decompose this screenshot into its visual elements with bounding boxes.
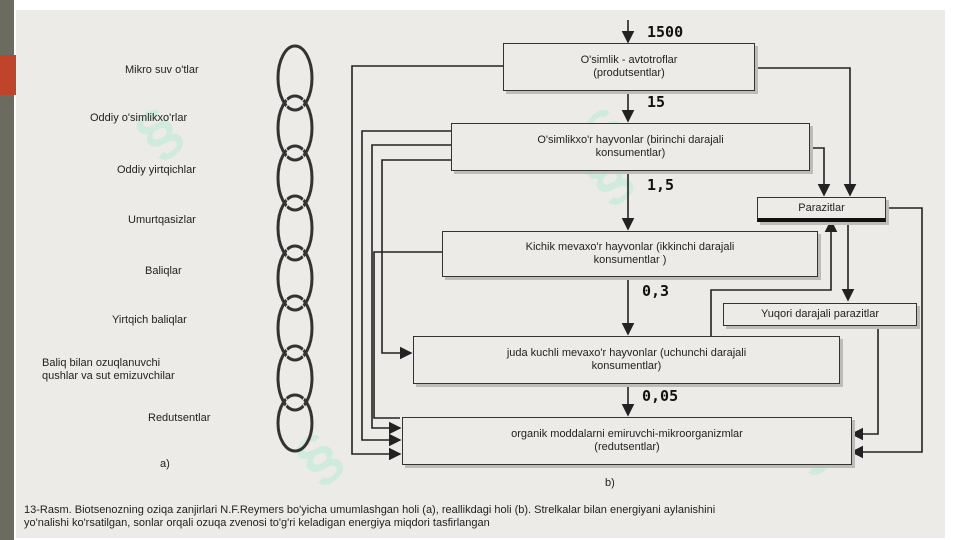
energy-value: 1500 — [647, 23, 684, 41]
chain-label: qushlar va sut emizuvchilar — [42, 370, 175, 382]
producers-box: O'simlik - avtotroflar (produtsentlar) — [503, 43, 755, 91]
decomposers-box: organik moddalarni emiruvchi-mikroorgani… — [402, 417, 852, 465]
chain-label: Oddiy o'simlikxo'rlar — [90, 112, 188, 124]
higher-parasites-box: Yuqori darajali parazitlar — [723, 303, 917, 326]
small-predators-box: Kichik mevaxo'r hayvonlar (ikkinchi dara… — [442, 231, 818, 277]
chain-links-icon — [276, 44, 314, 453]
panel-label-a: a) — [160, 458, 170, 470]
box-text: juda kuchli mevaxo'r hayvonlar (uchunchi… — [506, 347, 747, 359]
chain-label: Mikro suv o'tlar — [125, 64, 199, 76]
box-text: Parazitlar — [798, 201, 845, 214]
energy-value: 1,5 — [647, 176, 675, 194]
caption-line: yo'nalishi ko'rsatilgan, sonlar orqali o… — [24, 517, 490, 529]
box-text: konsumentlar) — [595, 147, 666, 159]
box-text: organik moddalarni emiruvchi-mikroorgani… — [511, 428, 743, 440]
left-strip — [0, 0, 14, 540]
figure-caption: 13-Rasm. Biotsenozning oziqa zanjirlari … — [24, 504, 944, 530]
box-text: (produtsentlar) — [593, 67, 665, 79]
box-text: Kichik mevaxo'r hayvonlar (ikkinchi dara… — [525, 241, 735, 253]
box-text: O'simlikxo'r hayvonlar (birinchi darajal… — [537, 134, 724, 146]
chain-label: Oddiy yirtqichlar — [117, 164, 196, 176]
energy-value: 0,05 — [642, 387, 679, 405]
chain-label: Baliq bilan ozuqlanuvchi — [42, 357, 161, 369]
chain-label: Yirtqich baliqlar — [112, 314, 187, 326]
chain-label: Baliqlar — [145, 265, 182, 277]
box-text: konsumentlar) — [591, 360, 662, 372]
box-text: Yuqori darajali parazitlar — [760, 308, 879, 320]
chain-label: Umurtqasizlar — [128, 214, 196, 226]
accent-mark — [0, 55, 16, 95]
herbivores-box: O'simlikxo'r hayvonlar (birinchi darajal… — [451, 123, 810, 171]
panel-label-b: b) — [605, 477, 615, 489]
energy-value: 15 — [647, 93, 666, 111]
caption-line: 13-Rasm. Biotsenozning oziqa zanjirlari … — [24, 504, 716, 516]
box-text: (redutsentlar) — [594, 441, 660, 453]
parasites-box: Parazitlar — [757, 197, 886, 222]
top-predators-box: juda kuchli mevaxo'r hayvonlar (uchunchi… — [413, 336, 840, 384]
box-text: O'simlik - avtotroflar — [580, 54, 678, 66]
box-text: konsumentlar ) — [593, 254, 667, 266]
chain-label: Redutsentlar — [148, 412, 211, 424]
energy-value: 0,3 — [642, 282, 670, 300]
